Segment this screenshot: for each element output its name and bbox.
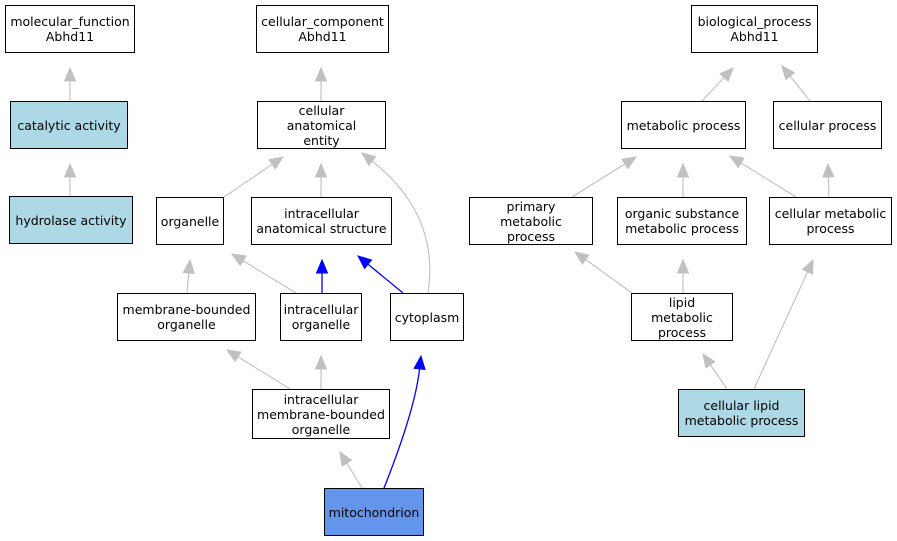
edge-mito-to-cytoplasm-arrowhead (413, 354, 426, 371)
edge-cmp-to-cellproc (827, 176, 830, 198)
edge-cmp-to-metabolic-arrowhead (728, 155, 745, 169)
edge-lmp-to-pmp (585, 259, 633, 294)
node-organic-substance-metabolic-process[interactable]: organic substance metabolic process (617, 197, 747, 245)
edge-cae-to-cc-arrowhead (314, 66, 328, 82)
edge-mito-to-imbo (346, 462, 363, 489)
node-cellular-component[interactable]: cellular_component Abhd11 (256, 5, 389, 53)
node-cellular-metabolic-process[interactable]: cellular metabolic process (769, 197, 892, 245)
edge-io-to-ias-arrowhead (315, 258, 329, 274)
edge-pmp-to-metabolic-arrowhead (621, 156, 638, 170)
edge-mbo-to-organelle-arrowhead (182, 258, 196, 275)
edge-cytoplasm-to-cae (371, 160, 431, 294)
edge-organelle-to-cae-arrowhead (268, 156, 285, 170)
edge-lmp-to-osmp-arrowhead (676, 258, 690, 274)
node-intracellular-organelle[interactable]: intracellular organelle (280, 293, 362, 341)
node-primary-metabolic-process[interactable]: primary metabolic process (469, 197, 593, 245)
node-intracellular-anatomical-structure[interactable]: intracellular anatomical structure (251, 197, 392, 245)
edge-cmp-to-cellproc-arrowhead (822, 162, 835, 178)
edge-lmp-to-pmp-arrowhead (573, 251, 590, 265)
edge-cytoplasm-to-cae-arrowhead (360, 152, 377, 167)
edge-clmp-to-lmp (709, 364, 728, 390)
node-cellular-lipid-metabolic-process[interactable]: cellular lipid metabolic process (678, 389, 805, 437)
node-biological-process[interactable]: biological_process Abhd11 (691, 5, 818, 53)
edge-io-to-organelle-arrowhead (230, 253, 247, 267)
edge-organelle-to-cae (223, 163, 273, 198)
edge-clmp-to-cmp-arrowhead (801, 258, 814, 275)
node-lipid-metabolic-process[interactable]: lipid metabolic process (631, 293, 733, 341)
edge-metabolic-to-bp-arrowhead (719, 67, 734, 83)
edge-hydrolase-to-catalytic-arrowhead (63, 162, 77, 178)
edge-catalytic-to-mf-arrowhead (63, 66, 77, 82)
edge-cmp-to-metabolic (740, 162, 797, 198)
edge-mito-to-cytoplasm (383, 368, 421, 489)
edge-cytoplasm-to-ias-arrowhead (357, 255, 373, 270)
node-intracellular-membrane-bounded-organelle[interactable]: intracellular membrane-bounded organelle (252, 389, 390, 439)
edge-imbo-to-mbo-arrowhead (225, 349, 242, 363)
node-catalytic-activity[interactable]: catalytic activity (10, 101, 128, 149)
edge-clmp-to-lmp-arrowhead (702, 352, 716, 369)
edge-cellproc-to-bp (789, 75, 811, 102)
node-cellular-process[interactable]: cellular process (773, 101, 882, 149)
edge-io-to-organelle (242, 260, 297, 294)
edge-mbo-to-organelle (186, 272, 190, 294)
edge-ias-to-cae-arrowhead (314, 162, 328, 178)
edge-mito-to-imbo-arrowhead (339, 450, 353, 467)
edge-pmp-to-metabolic (571, 163, 626, 198)
edge-cellproc-to-bp-arrowhead (781, 64, 796, 81)
edge-clmp-to-cmp (753, 271, 809, 390)
node-metabolic-process[interactable]: metabolic process (621, 101, 746, 149)
node-cytoplasm[interactable]: cytoplasm (390, 293, 464, 341)
edge-osmp-to-metabolic-arrowhead (676, 162, 690, 178)
edge-metabolic-to-bp (701, 77, 725, 102)
node-mitochondrion[interactable]: mitochondrion (324, 488, 424, 536)
node-molecular-function[interactable]: molecular_function Abhd11 (5, 5, 135, 53)
node-cellular-anatomical-entity[interactable]: cellular anatomical entity (257, 101, 386, 149)
node-hydrolase-activity[interactable]: hydrolase activity (9, 196, 133, 244)
edge-imbo-to-mbo (237, 356, 291, 390)
edge-cytoplasm-to-ias (367, 263, 404, 294)
node-organelle[interactable]: organelle (156, 197, 224, 245)
edge-imbo-to-io-arrowhead (314, 354, 328, 370)
node-membrane-bounded-organelle[interactable]: membrane-bounded organelle (117, 293, 256, 341)
